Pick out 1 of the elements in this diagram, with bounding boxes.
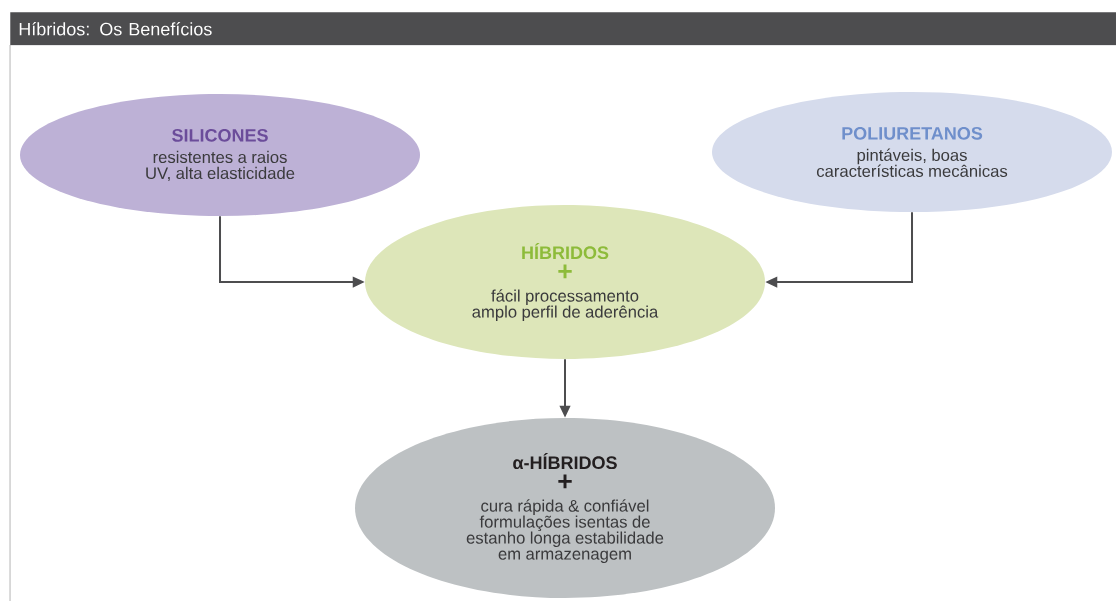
title-bar: Híbridos: Os Benefícios: [10, 12, 1116, 46]
